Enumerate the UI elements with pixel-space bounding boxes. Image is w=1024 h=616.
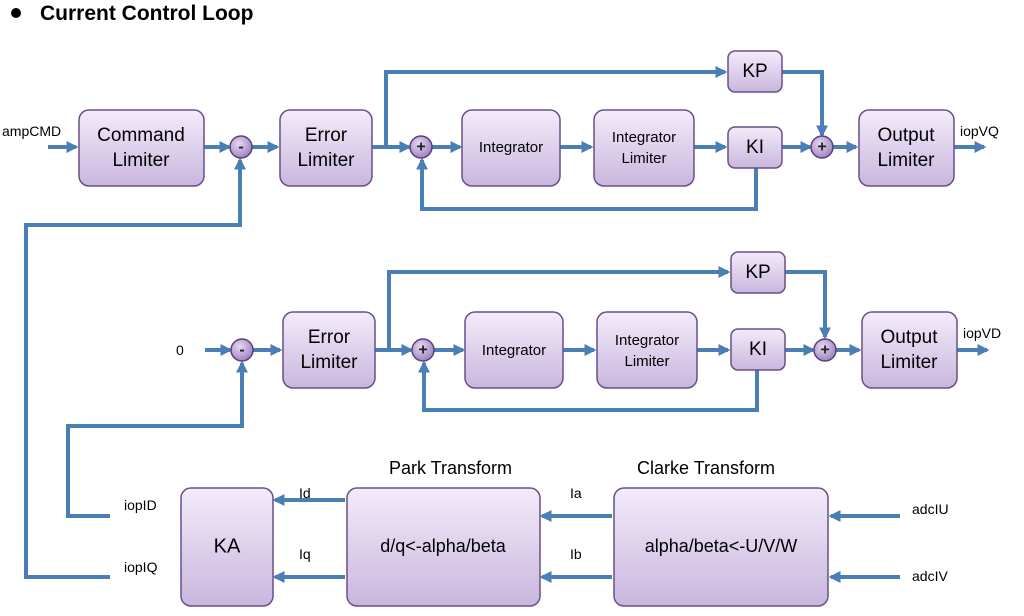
iq-label: Iq [299,546,311,562]
d-ki-label: KI [749,339,767,360]
q-error-limiter-line2: Limiter [297,150,355,171]
q-command-limiter-line1: Command [97,125,185,146]
d-add-junction-2: + [813,338,837,362]
ka-label: KA [214,535,241,557]
q-error-limiter-line1: Error [305,125,348,146]
q-add-junction-2: + [810,135,834,159]
q-add-sign-1: + [416,139,425,156]
ampcmd-label: ampCMD [2,123,61,139]
q-subtract-sign: - [238,139,243,156]
q-integrator-label: Integrator [479,139,543,156]
iopid-label: iopID [124,497,157,513]
ka-block: KA [180,487,274,607]
q-command-limiter-line2: Limiter [112,150,170,171]
park-transform-heading: Park Transform [389,458,512,478]
d-subtract-sign: - [239,342,244,359]
d-kp-block: KP [730,251,786,294]
iopvd-label: iopVD [963,325,1001,341]
clarke-transform-block: alpha/beta<-U/V/W [613,487,829,607]
d-integrator-limiter-block: Integrator Limiter [596,311,698,389]
adciu-label: adcIU [912,501,949,517]
adciv-label: adcIV [912,568,948,584]
q-add-junction-1: + [409,135,433,159]
q-add-sign-2: + [817,139,826,156]
q-integrator-limiter-line2: Limiter [621,150,666,167]
q-integrator-limiter-block: Integrator Limiter [593,109,695,187]
d-add-sign-2: + [820,342,829,359]
d-integrator-block: Integrator [464,311,564,389]
ib-label: Ib [570,546,582,562]
zero-input-label: 0 [176,342,184,358]
ia-label: Ia [570,485,582,501]
q-integrator-limiter-line1: Integrator [612,129,676,146]
iopvq-label: iopVQ [960,123,999,139]
d-output-limiter-line1: Output [880,327,938,348]
d-error-limiter-line1: Error [308,327,351,348]
q-subtract-junction: - [229,135,253,159]
d-ki-block: KI [730,328,786,371]
d-output-limiter-block: Output Limiter [861,311,958,389]
d-add-sign-1: + [418,342,427,359]
title-bullet-icon [11,8,21,18]
q-kp-block: KP [727,50,783,93]
clarke-transform-heading: Clarke Transform [637,458,775,478]
q-ki-block: KI [727,126,783,169]
q-ki-label: KI [746,137,764,158]
clarke-transform-label: alpha/beta<-U/V/W [645,536,798,556]
iopiq-label: iopIQ [124,559,158,575]
q-output-limiter-block: Output Limiter [858,109,955,187]
d-error-limiter-line2: Limiter [300,352,358,373]
park-transform-label: d/q<-alpha/beta [380,536,507,556]
d-add-junction-1: + [411,338,435,362]
q-kp-label: KP [742,61,767,82]
d-output-limiter-line2: Limiter [880,352,938,373]
d-subtract-junction: - [230,338,254,362]
q-output-limiter-line1: Output [877,125,935,146]
wires [24,66,990,583]
q-command-limiter-block: Command Limiter [78,109,205,187]
q-integrator-block: Integrator [461,109,561,187]
d-integrator-limiter-line2: Limiter [624,353,669,370]
park-transform-block: d/q<-alpha/beta [346,487,541,607]
d-integrator-label: Integrator [482,342,546,359]
d-error-limiter-block: Error Limiter [282,311,376,389]
q-output-limiter-line2: Limiter [877,150,935,171]
d-kp-label: KP [745,262,770,283]
id-label: Id [299,485,311,501]
d-integrator-limiter-line1: Integrator [615,332,679,349]
q-error-limiter-block: Error Limiter [279,109,373,187]
page-title: Current Control Loop [40,2,253,25]
